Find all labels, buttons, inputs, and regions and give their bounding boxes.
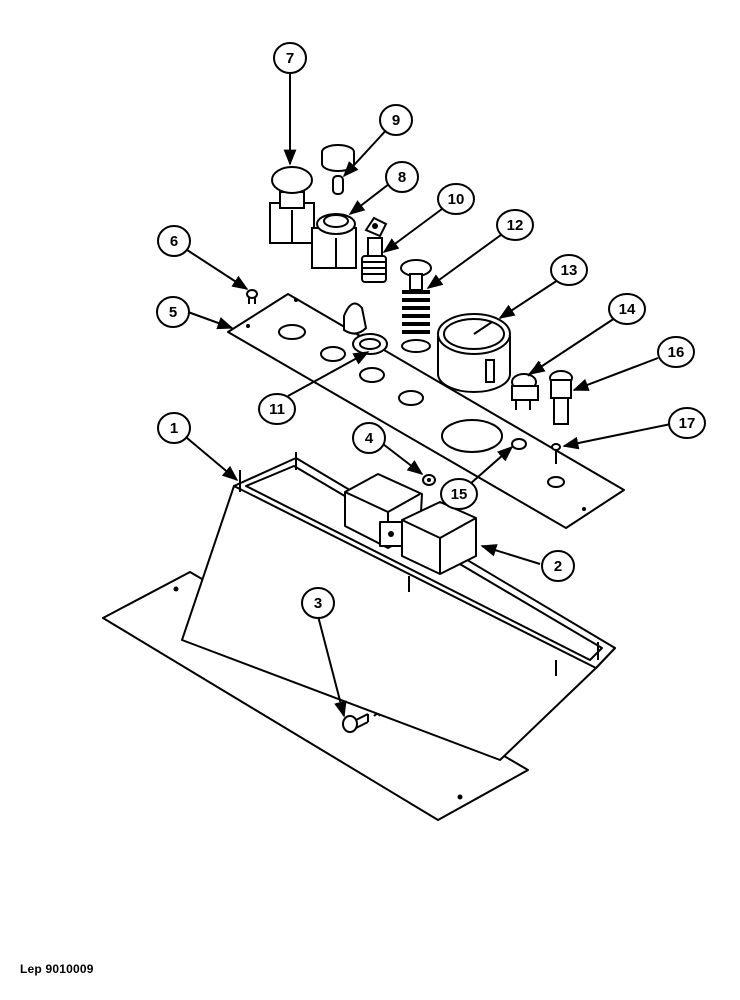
svg-text:2: 2: [554, 558, 562, 575]
svg-text:12: 12: [507, 217, 524, 234]
svg-text:15: 15: [451, 486, 468, 503]
screw: [342, 713, 381, 733]
svg-text:7: 7: [286, 50, 294, 67]
svg-text:4: 4: [365, 430, 374, 447]
key-switch: [361, 216, 388, 283]
small-screw: [551, 443, 561, 464]
callout-9: 9: [379, 104, 413, 136]
pull-knob: [400, 259, 432, 353]
callout-14: 14: [608, 293, 646, 325]
svg-text:14: 14: [619, 301, 636, 318]
callout-4: 4: [352, 422, 386, 454]
drawing-reference-code: Lep 9010009: [20, 962, 94, 976]
nut: [422, 474, 436, 486]
lighter-cover: [343, 302, 388, 355]
callout-11: 11: [258, 393, 296, 425]
callout-13: 13: [550, 254, 588, 286]
panel-screw: [246, 289, 258, 304]
gauge: [437, 313, 511, 393]
callout-10: 10: [437, 183, 475, 215]
callout-6: 6: [157, 225, 191, 257]
callout-12: 12: [496, 209, 534, 241]
svg-text:10: 10: [448, 191, 465, 208]
panel-plate: [227, 293, 625, 529]
svg-text:13: 13: [561, 262, 578, 279]
callout-16: 16: [657, 336, 695, 368]
svg-text:11: 11: [269, 401, 285, 418]
svg-text:9: 9: [392, 112, 400, 129]
svg-text:6: 6: [170, 233, 178, 250]
svg-text:3: 3: [314, 595, 322, 612]
svg-text:17: 17: [679, 415, 696, 432]
callout-1: 1: [157, 412, 191, 444]
callout-5: 5: [156, 296, 190, 328]
relay-boxes: [344, 473, 477, 575]
callout-15: 15: [440, 478, 478, 510]
svg-text:16: 16: [668, 344, 685, 361]
indicator-lamp: [311, 213, 357, 269]
leader-lines: [183, 72, 672, 718]
callout-8: 8: [385, 161, 419, 193]
push-button-switch: [269, 166, 315, 244]
svg-text:8: 8: [398, 169, 406, 186]
callout-2: 2: [541, 550, 575, 582]
svg-text:5: 5: [169, 304, 177, 321]
callout-3: 3: [301, 587, 335, 619]
callout-17: 17: [668, 407, 706, 439]
svg-text:1: 1: [170, 420, 178, 437]
callout-7: 7: [273, 42, 307, 74]
fuse-holder: [549, 370, 573, 425]
